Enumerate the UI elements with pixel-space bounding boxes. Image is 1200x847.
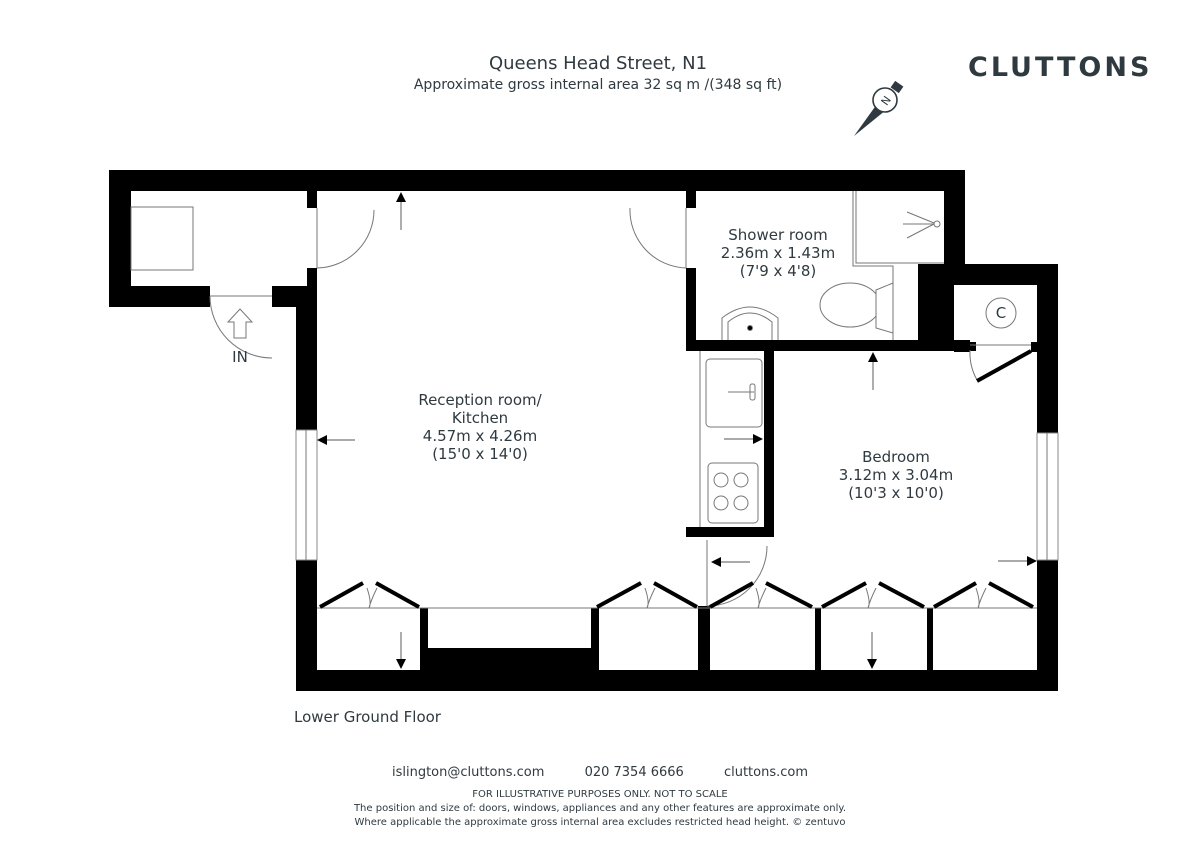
cupboard-label: C	[996, 304, 1006, 322]
disclaimer-line-2: Where applicable the approximate gross i…	[354, 817, 846, 828]
brand-logo: CLUTTONS	[968, 52, 1153, 83]
bedroom-imperial: (10'3 x 10'0)	[848, 484, 944, 502]
walls	[109, 170, 1058, 691]
entrance-label: IN	[232, 348, 248, 366]
view-arrows	[325, 200, 1028, 660]
fixtures	[130, 191, 1059, 609]
compass-icon: N	[854, 80, 904, 136]
bifold-doors	[319, 349, 1034, 609]
shower-name: Shower room	[728, 226, 827, 244]
shower-metric: 2.36m x 1.43m	[721, 244, 835, 262]
gross-internal-area: Approximate gross internal area 32 sq m …	[413, 77, 783, 93]
reception-metric: 4.57m x 4.26m	[423, 427, 537, 445]
storage-unit	[130, 206, 194, 271]
disclaimer-heading: FOR ILLUSTRATIVE PURPOSES ONLY. NOT TO S…	[472, 789, 728, 800]
bedroom-metric: 3.12m x 3.04m	[839, 466, 953, 484]
shower-imperial: (7'9 x 4'8)	[740, 262, 817, 280]
reception-name-2: Kitchen	[452, 409, 508, 427]
contact-email[interactable]: islington@cluttons.com	[391, 765, 545, 780]
disclaimer-line-1: The position and size of: doors, windows…	[353, 803, 847, 814]
entrance-arrow-icon	[226, 308, 254, 339]
reception-name-1: Reception room/	[418, 391, 542, 409]
floor-label: Lower Ground Floor	[294, 708, 441, 726]
bedroom-name: Bedroom	[862, 448, 930, 466]
reception-imperial: (15'0 x 14'0)	[432, 445, 528, 463]
arrow-heads	[317, 192, 1037, 669]
contact-row: islington@cluttons.com 020 7354 6666 clu…	[0, 765, 1200, 780]
contact-website[interactable]: cluttons.com	[723, 765, 809, 780]
property-address: Queens Head Street, N1	[488, 53, 708, 74]
contact-phone[interactable]: 020 7354 6666	[584, 765, 684, 780]
